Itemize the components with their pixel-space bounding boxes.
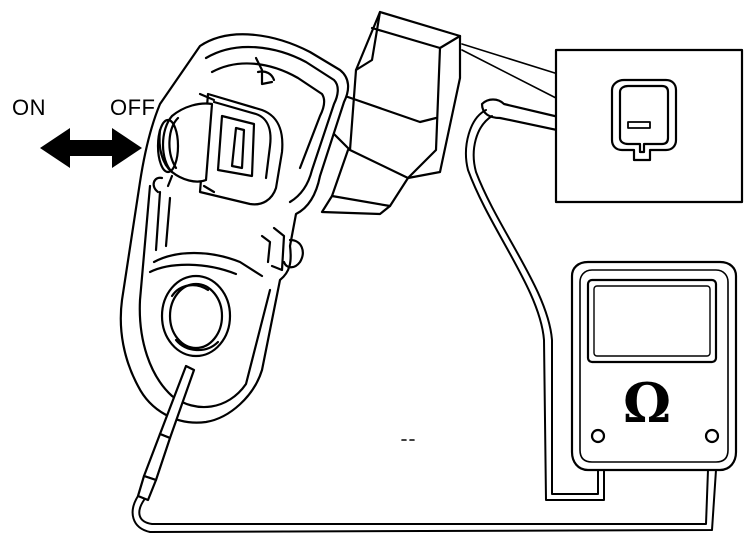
ohmmeter: [570, 260, 738, 472]
connector-detail: [461, 43, 744, 204]
switch-connector-housing: [318, 10, 462, 216]
switch-probe: [136, 364, 196, 502]
test-leads: [131, 109, 717, 533]
switch-plunger: [156, 92, 284, 206]
double-arrow-icon: [40, 128, 142, 168]
off-label: OFF: [110, 95, 156, 120]
meter-display: [586, 278, 718, 364]
switch-mounting-hole: [160, 274, 232, 358]
meter-terminal-right: [704, 428, 720, 444]
meter-terminal-left: [590, 428, 606, 444]
on-label: ON: [12, 95, 46, 120]
switch-body: [119, 33, 350, 424]
ohm-symbol: Ω: [622, 371, 672, 435]
